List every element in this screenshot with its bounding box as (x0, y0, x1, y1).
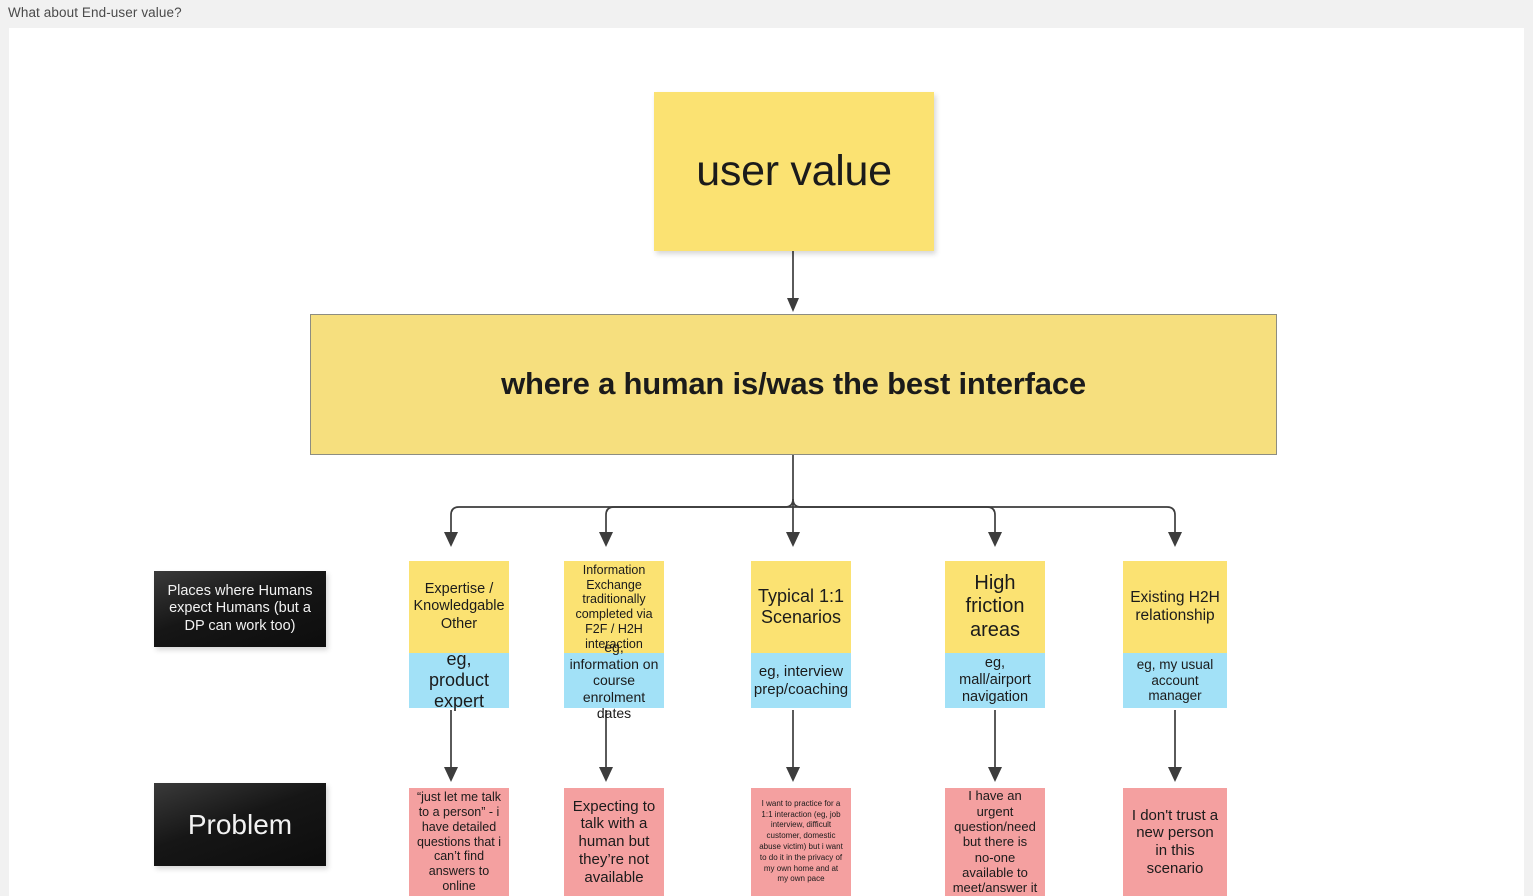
example-card-3-label: eg, interview prep/coaching (753, 662, 849, 698)
node-best-interface[interactable]: where a human is/was the best interface (310, 314, 1277, 455)
arrowhead-problem-2 (599, 767, 613, 782)
example-card-5[interactable]: eg, my usual account manager (1123, 653, 1227, 708)
problem-card-1[interactable]: “just let me talk to a person” - i have … (409, 788, 509, 896)
example-card-1-label: eg, product expert (428, 648, 490, 712)
problem-card-1-label: “just let me talk to a person” - i have … (416, 790, 502, 893)
connector-bus-right2 (793, 506, 996, 536)
diagram-canvas[interactable]: user value where a human is/was the best… (9, 28, 1524, 896)
category-card-1[interactable]: Expertise / Knowledgable Other (409, 561, 509, 653)
row-label-problem-text: Problem (187, 808, 293, 840)
example-card-5-label: eg, my usual account manager (1136, 656, 1214, 704)
example-card-3[interactable]: eg, interview prep/coaching (751, 653, 851, 708)
category-card-2-label: Information Exchange traditionally compl… (575, 562, 653, 651)
node-user-value[interactable]: user value (654, 92, 934, 251)
problem-card-3-label: I want to practice for a 1:1 interaction… (759, 798, 843, 884)
window-title-bar: What about End-user value? (0, 0, 1533, 28)
arrowhead-problem-3 (786, 767, 800, 782)
example-card-2-label: eg, information on course enrolment date… (569, 639, 659, 722)
example-card-4[interactable]: eg, mall/airport navigation (945, 653, 1045, 708)
category-card-1-label: Expertise / Knowledgable Other (413, 581, 505, 632)
category-card-4[interactable]: High friction areas (945, 561, 1045, 653)
example-card-2[interactable]: eg, information on course enrolment date… (564, 639, 664, 721)
node-best-interface-label: where a human is/was the best interface (501, 366, 1086, 402)
category-card-4-label: High friction areas (965, 571, 1025, 641)
connector-bus-left (450, 498, 794, 536)
problem-card-2[interactable]: Expecting to talk with a human but they’… (564, 788, 664, 896)
node-user-value-label: user value (696, 147, 892, 196)
row-label-places-where-humans-expect-humans[interactable]: Places where Humans expect Humans (but a… (154, 571, 326, 647)
problem-card-3[interactable]: I want to practice for a 1:1 interaction… (751, 788, 851, 896)
problem-card-4[interactable]: I have an urgent question/need but there… (945, 788, 1045, 896)
arrowhead-root-to-subroot (787, 298, 799, 312)
problem-card-4-label: I have an urgent question/need but there… (952, 788, 1038, 896)
arrowhead-problem-4 (988, 767, 1002, 782)
example-card-1[interactable]: eg, product expert (409, 649, 509, 711)
arrowhead-problem-5 (1168, 767, 1182, 782)
row-label-places-text: Places where Humans expect Humans (but a… (167, 583, 313, 634)
problem-card-5-label: I don't trust a new person in this scena… (1131, 806, 1219, 877)
category-card-5-label: Existing H2H relationship (1130, 588, 1220, 624)
arrowhead-col-1 (444, 532, 458, 547)
arrowhead-col-4 (988, 532, 1002, 547)
category-card-3-label: Typical 1:1 Scenarios (757, 585, 845, 627)
category-card-5[interactable]: Existing H2H relationship (1123, 561, 1227, 653)
category-card-2[interactable]: Information Exchange traditionally compl… (564, 561, 664, 653)
arrowhead-col-2 (599, 532, 613, 547)
connector-bus-right (792, 498, 1176, 536)
arrowhead-col-5 (1168, 532, 1182, 547)
problem-card-2-label: Expecting to talk with a human but they’… (572, 797, 656, 886)
example-card-4-label: eg, mall/airport navigation (959, 654, 1031, 706)
problem-card-5[interactable]: I don't trust a new person in this scena… (1123, 788, 1227, 896)
arrowhead-col-3 (786, 532, 800, 547)
category-card-3[interactable]: Typical 1:1 Scenarios (751, 561, 851, 653)
row-label-problem[interactable]: Problem (154, 783, 326, 866)
arrowhead-problem-1 (444, 767, 458, 782)
connector-bus-left2 (605, 506, 793, 536)
tab-title: What about End-user value? (8, 5, 182, 20)
